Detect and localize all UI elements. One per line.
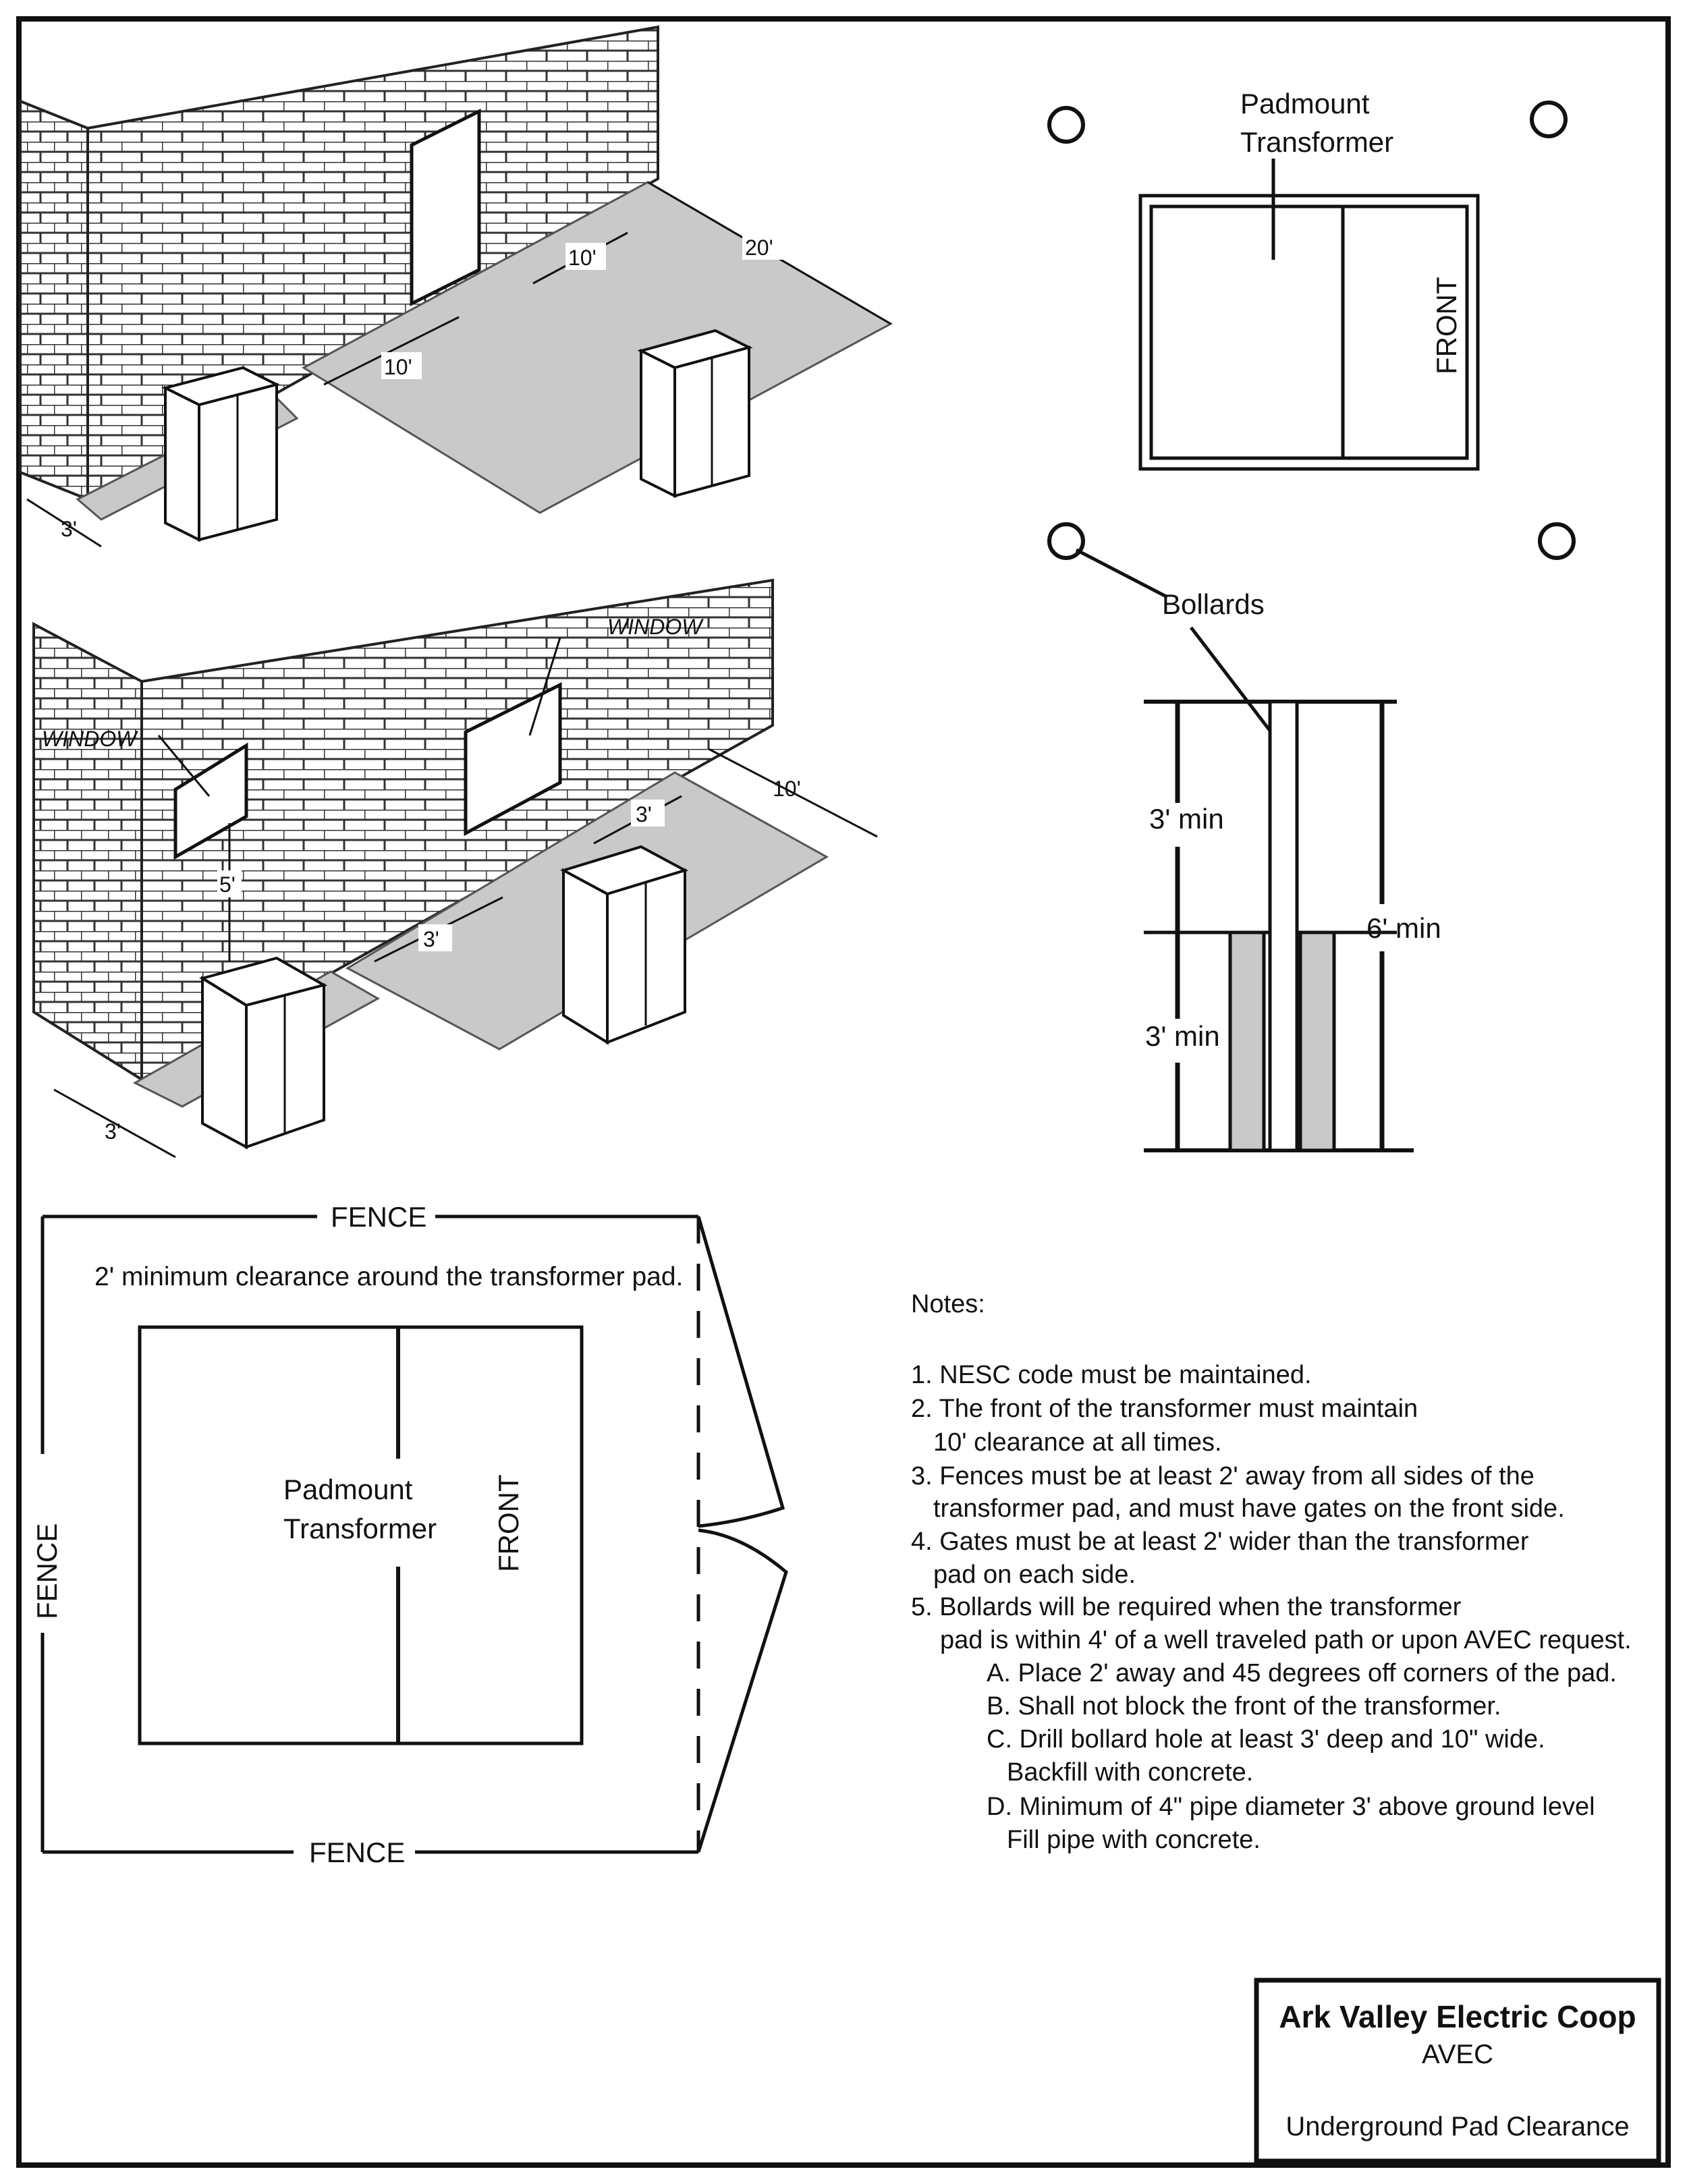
note-line: Backfill with concrete.: [1007, 1758, 1253, 1787]
brick-wall-side: [32, 621, 143, 1082]
note-line: 1. NESC code must be maintained.: [911, 1361, 1312, 1389]
bollards-label: Bollards: [1162, 588, 1265, 620]
fence-label: FENCE: [331, 1201, 426, 1233]
leader-line: [528, 637, 561, 736]
dimension-label: 10': [568, 246, 597, 270]
note-line: 4. Gates must be at least 2' wider than …: [911, 1528, 1529, 1556]
fence-plan: FENCE FENCE FENCE 2' minimum clearance a…: [31, 1201, 788, 1868]
dimension-line: [26, 498, 102, 548]
leader-line: [1075, 548, 1169, 599]
note-line: C. Drill bollard hole at least 3' deep a…: [987, 1725, 1545, 1754]
transformer-outline: [1149, 204, 1469, 460]
bollard-plan-view: Padmount Transformer FRONT Bollards: [1047, 88, 1576, 620]
sheet-border: [16, 16, 1671, 2168]
gate-swing: [696, 1528, 788, 1853]
dimension-line: [323, 316, 460, 386]
note-line: transformer pad, and must have gates on …: [933, 1494, 1565, 1523]
dimension-label: 5': [219, 872, 236, 897]
bollard-icon: [1538, 522, 1576, 560]
transformer-cabinet: [199, 956, 328, 1150]
dimension-label: 10': [384, 355, 412, 379]
note-line: B. Shall not block the front of the tran…: [987, 1692, 1501, 1720]
leader-line: [1190, 626, 1280, 744]
company-abbr: AVEC: [1422, 2040, 1493, 2069]
transformer-pad-outline: [1138, 194, 1480, 471]
concrete-backfill: [1228, 930, 1266, 1152]
dimension-label: 3' min: [1149, 803, 1224, 835]
bollard-section-detail: 3' min 3' min 6' min: [1144, 626, 1441, 1152]
fence-label: FENCE: [31, 1523, 63, 1619]
transformer-label: Transformer: [283, 1513, 437, 1544]
front-label: FRONT: [1431, 277, 1462, 374]
transformer-pad: [138, 1325, 584, 1745]
dimension-label: 3': [636, 802, 652, 827]
notes-heading: Notes:: [911, 1290, 985, 1318]
bollard-icon: [1530, 101, 1568, 138]
notes-block: Notes: 1. NESC code must be maintained. …: [911, 1290, 1632, 1854]
concrete-backfill: [1298, 930, 1336, 1152]
dimension-line: [708, 748, 878, 838]
window: [173, 742, 248, 860]
drawing-title: Underground Pad Clearance: [1285, 2112, 1629, 2141]
note-line: A. Place 2' away and 45 degrees off corn…: [987, 1659, 1617, 1687]
window-label: WINDOW: [42, 727, 138, 751]
window: [464, 681, 562, 837]
front-label: FRONT: [493, 1474, 524, 1572]
note-line: Fill pipe with concrete.: [1007, 1826, 1261, 1854]
note-line: pad is within 4' of a well traveled path…: [940, 1626, 1632, 1654]
dimension-label: 20': [745, 235, 773, 260]
dimension-label: 3': [61, 517, 77, 541]
clearance-note: 2' minimum clearance around the transfor…: [94, 1262, 683, 1291]
leader-line: [157, 735, 211, 797]
company-name: Ark Valley Electric Coop: [1279, 1999, 1636, 2034]
note-line: 10' clearance at all times.: [933, 1428, 1222, 1457]
transformer-label: Padmount: [283, 1474, 413, 1505]
bollard-pipe: [1268, 700, 1299, 1152]
dimension-label: 3': [423, 927, 439, 951]
dimension-line: [53, 1088, 176, 1158]
transformer-label: Padmount: [1240, 88, 1370, 119]
transformer-cabinet: [637, 329, 753, 499]
dimension-label: 3': [105, 1119, 121, 1144]
note-line: D. Minimum of 4" pipe diameter 3' above …: [987, 1793, 1595, 1821]
note-line: 3. Fences must be at least 2' away from …: [911, 1462, 1534, 1490]
bollard-icon: [1047, 106, 1085, 144]
transformer-label: Transformer: [1240, 126, 1393, 158]
dimension-label: 6' min: [1366, 912, 1441, 944]
title-block: Ark Valley Electric Coop AVEC Undergroun…: [1254, 1978, 1661, 2164]
dimension-label: 3' min: [1145, 1020, 1220, 1052]
bollard-icon: [1047, 522, 1085, 560]
fence-label: FENCE: [309, 1837, 405, 1868]
brick-wall-side: [19, 99, 89, 501]
scene-door-clearance: 10' 20' 10' 3': [19, 25, 893, 548]
transformer-cabinet: [161, 366, 281, 542]
dimension-label: 10': [773, 777, 801, 801]
scene-window-clearance: WINDOW WINDOW 3' 10' 5' 3' 3': [32, 578, 878, 1158]
transformer-cabinet: [559, 845, 689, 1045]
window-label: WINDOW: [607, 615, 704, 639]
note-line: 2. The front of the transformer must mai…: [911, 1395, 1418, 1423]
gate-swing: [696, 1216, 785, 1528]
note-line: pad on each side.: [933, 1561, 1136, 1589]
door: [410, 108, 481, 307]
note-line: 5. Bollards will be required when the tr…: [911, 1593, 1462, 1621]
brick-wall-front: [140, 578, 774, 1082]
